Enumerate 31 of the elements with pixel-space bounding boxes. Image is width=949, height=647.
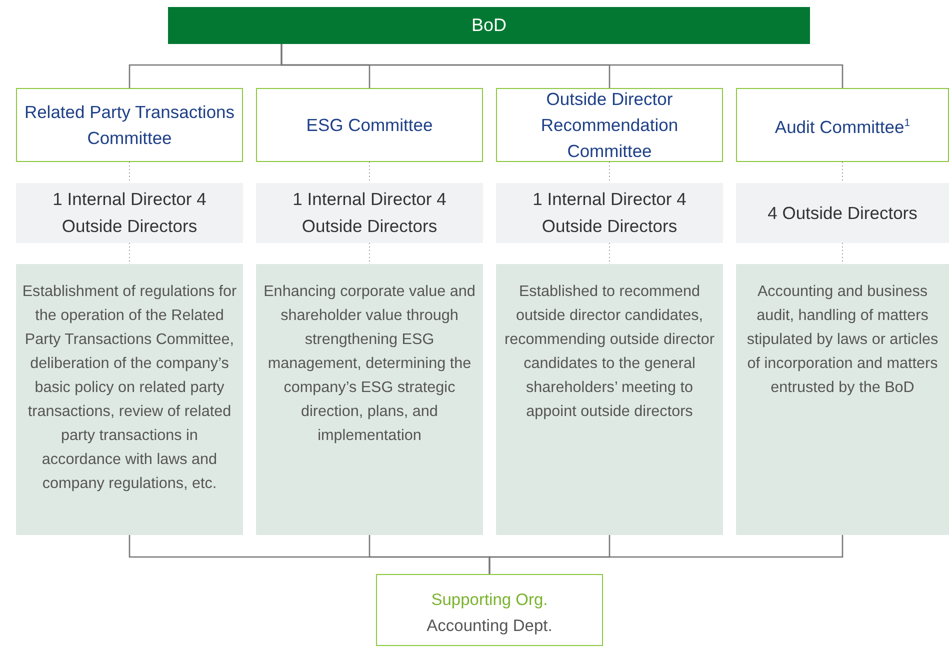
committee-box <box>736 88 949 162</box>
description-box <box>496 264 723 535</box>
heading-text: Supporting Org. <box>431 590 548 611</box>
label-text: Established to recommend outside director candidates, recommending outside director candidates to the general shareholders’ meeting to appoint outside directors <box>503 282 716 422</box>
connector-line <box>488 535 844 574</box>
label-text: 1 Internal Director 4 Outside Directors <box>532 188 688 238</box>
label-text: Related Party Transactions Committee <box>23 101 236 150</box>
description-box <box>16 264 243 535</box>
label-text: Accounting and business audit, handling of matters stipulated by laws or articles of incorporation and matters entrusted by the BoD <box>746 282 940 398</box>
committee-box <box>496 88 723 162</box>
board-box <box>168 7 810 44</box>
label-text: BoD <box>471 15 506 36</box>
label-text: 1 Internal Director 4 Outside Directors <box>292 188 448 238</box>
committee-box <box>256 88 483 162</box>
label-text: Enhancing corporate value and shareholder value through strengthening ESG management, determining the company’s ESG strategic direction, plans, and implementation <box>262 282 476 446</box>
support-box <box>376 574 603 646</box>
label-text: Audit Committee$^{1}$ <box>774 116 910 139</box>
committee-box <box>16 88 243 162</box>
connector-line <box>280 44 844 88</box>
description-box <box>736 264 949 535</box>
label-text: 4 Outside Directors <box>768 202 918 224</box>
members-box <box>256 183 483 243</box>
label-text: Establishment of regulations for the operation of the Related Party Transactions Committee, deliberation of the company’s basic policy on related party transactions, review of related party transactions in accordance with laws and company regulations, etc. <box>22 282 237 494</box>
members-box <box>736 183 949 243</box>
label-text: Outside Director Recommendation Committee <box>540 88 680 163</box>
members-box <box>16 183 243 243</box>
label-text: ESG Committee <box>306 114 433 137</box>
label-text: 1 Internal Director 4 Outside Directors <box>52 188 208 238</box>
members-box <box>496 183 723 243</box>
description-box <box>256 264 483 535</box>
body-text: Accounting Dept. <box>426 616 552 637</box>
